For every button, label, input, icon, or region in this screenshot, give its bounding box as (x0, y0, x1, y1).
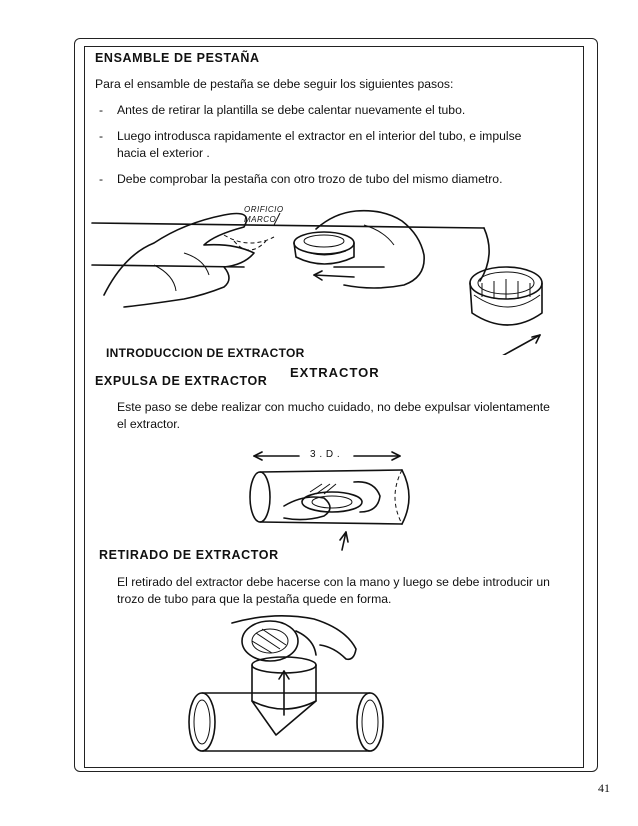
sketch-label-orificio: ORIFICIO (244, 205, 284, 214)
dimension-label: 3 . D . (310, 449, 341, 460)
callout-extractor: EXTRACTOR (290, 365, 380, 380)
page-inner-frame (84, 46, 584, 768)
retirado-text-line-2: trozo de tubo para que la pestaña quede … (117, 592, 392, 606)
section-heading-expulsa: EXPULSA DE EXTRACTOR (95, 374, 268, 388)
figure-introduccion-extractor (91, 209, 543, 355)
bullet-marker: - (99, 103, 104, 117)
retirado-text-line-1: El retirado del extractor debe hacerse c… (117, 575, 550, 589)
bullet-marker: - (99, 129, 104, 143)
expulsa-text-line-1: Este paso se debe realizar con mucho cui… (117, 400, 550, 414)
bullet-marker: - (99, 172, 104, 186)
figure-retirado-extractor (188, 615, 384, 752)
section-heading-ensamble: ENSAMBLE DE PESTAÑA (95, 51, 260, 65)
page-outer-frame (74, 38, 598, 772)
page-number: 41 (598, 781, 610, 795)
expulsa-text-line-2: el extractor. (117, 417, 180, 431)
figure-expulsa-extractor (249, 451, 410, 551)
step-2-line-1: Luego introdusca rapidamente el extracto… (117, 129, 522, 143)
caption-introduccion: INTRODUCCION DE EXTRACTOR (106, 346, 305, 360)
section-heading-retirado: RETIRADO DE EXTRACTOR (99, 548, 279, 562)
intro-paragraph: Para el ensamble de pestaña se debe segu… (95, 77, 454, 91)
step-3: Debe comprobar la pestaña con otro trozo… (117, 172, 503, 186)
step-1: Antes de retirar la plantilla se debe ca… (117, 103, 466, 117)
sketch-label-marco: MARCO (244, 215, 277, 224)
step-2-line-2: hacia el exterior . (117, 146, 210, 160)
